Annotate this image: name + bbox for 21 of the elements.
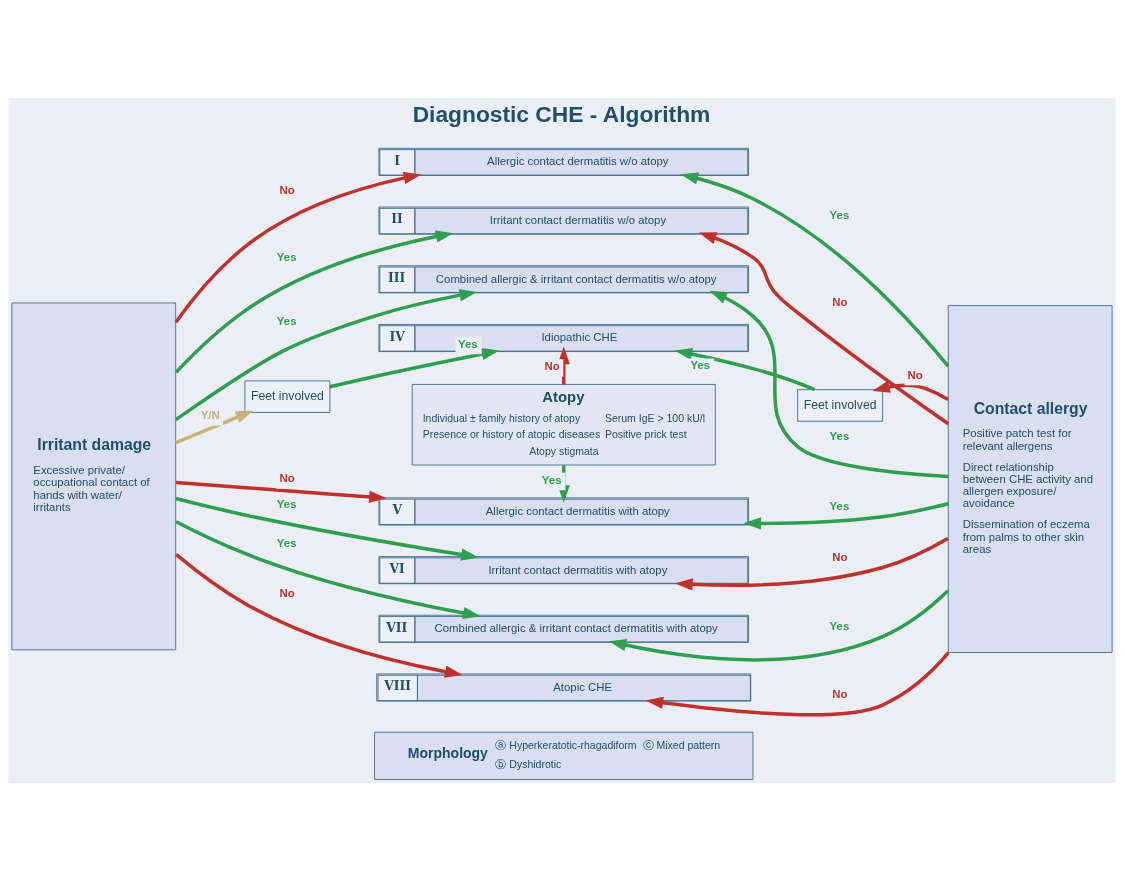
edge-label: Yes <box>541 473 562 486</box>
diagram-title: Diagnostic CHE - Algorithm <box>412 100 711 127</box>
edge-label: No <box>279 471 295 484</box>
edge-label: Yes <box>458 337 478 350</box>
edge-label: Yes <box>276 314 297 327</box>
edge-label: Yes <box>276 497 297 510</box>
edge-label: Yes <box>829 429 850 442</box>
edge-label: No <box>832 295 848 308</box>
edge-label: No <box>279 183 295 196</box>
edge-label: Y/N <box>200 408 220 421</box>
edge-label: No <box>832 550 848 563</box>
edge-label: Yes <box>829 208 850 221</box>
edge-label: No <box>832 687 848 700</box>
edge-label: Yes <box>690 358 711 371</box>
edge-label: Yes <box>829 499 850 512</box>
edge-label: No <box>907 368 923 381</box>
edge-label: No <box>544 359 560 372</box>
edge-label: Yes <box>276 536 297 549</box>
edge-label: No <box>279 586 295 599</box>
edge-label: Yes <box>829 619 850 632</box>
edge-label: Yes <box>276 250 297 263</box>
